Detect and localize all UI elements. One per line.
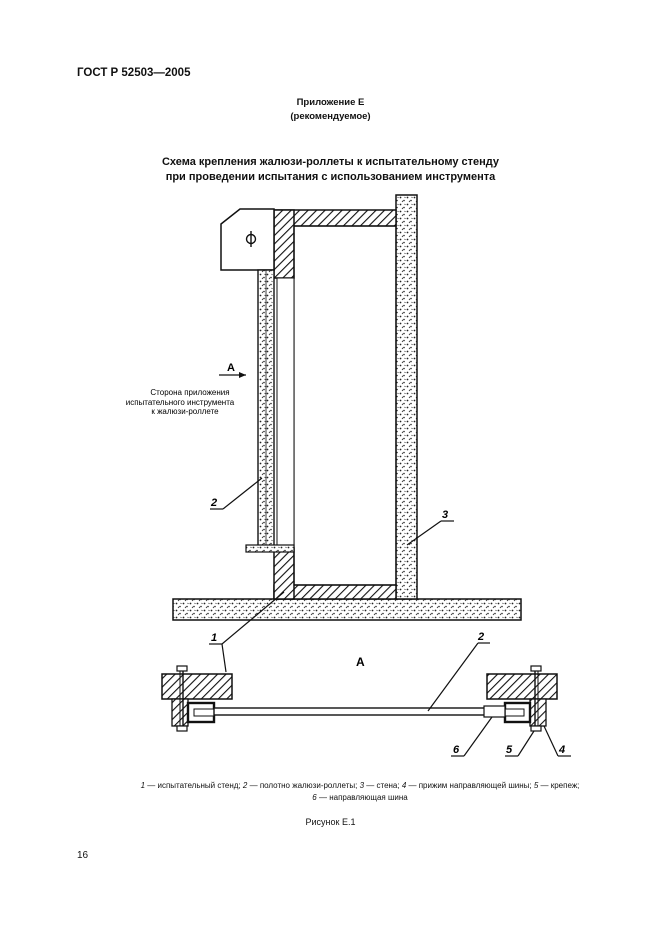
callout-4: 4 (558, 744, 565, 756)
bottom-bar (245, 544, 295, 553)
page-number: 16 (77, 850, 89, 861)
legend-text-4: — прижим направляющей шины; (406, 781, 534, 790)
figure-caption: Рисунок Е.1 (305, 817, 356, 827)
left-bolt-icon (176, 665, 188, 732)
side-text-1: Сторона приложения (150, 388, 229, 397)
appendix-status: (рекомендуемое) (290, 111, 371, 122)
legend-num-6: 6 (312, 793, 317, 802)
appendix-heading: Приложение Е (рекомендуемое) (0, 96, 661, 124)
legend-num-2: 2 (242, 781, 248, 790)
guide-strip (276, 277, 295, 549)
callout-3: 3 (442, 509, 448, 521)
stand-lower-post (273, 547, 295, 600)
legend-text-6: — направляющая шина (316, 793, 408, 802)
section-curtain (213, 707, 506, 716)
figure-title-line1: Схема крепления жалюзи-роллеты к испытат… (161, 156, 499, 168)
callout-1: 1 (211, 632, 217, 644)
figure-title-line2: при проведении испытания с использование… (165, 171, 496, 183)
legend-line1: 1 — испытательный стенд; 2 — полотно жал… (90, 780, 630, 792)
standard-number: ГОСТ Р 52503—2005 (77, 67, 191, 79)
view-arrow-icon (219, 372, 246, 378)
floor-slab (172, 598, 522, 621)
right-bolt-icon (530, 665, 542, 732)
callout-5: 5 (506, 744, 513, 756)
stand-upper-post (273, 209, 295, 279)
figure-legend: 1 — испытательный стенд; 2 — полотно жал… (90, 780, 630, 804)
stand-inner-frame (293, 225, 397, 586)
side-text-3: к жалюзи-роллете (151, 407, 219, 416)
legend-num-3: 3 (359, 781, 365, 790)
legend-text-5: — крепеж; (538, 781, 580, 790)
legend-num-4: 4 (401, 781, 407, 790)
legend-text-3: — стена; (364, 781, 402, 790)
side-text-2: испытательного инструмента (126, 398, 235, 407)
legend-text-2: — полотно жалюзи-роллеты; (247, 781, 360, 790)
wall (395, 194, 418, 600)
legend-num-5: 5 (533, 781, 539, 790)
view-label: А (227, 362, 235, 374)
left-stand-block (161, 673, 233, 700)
appendix-title: Приложение Е (296, 97, 365, 108)
pivot-icon (245, 231, 257, 247)
callout-2: 2 (210, 497, 217, 509)
right-stand-block (486, 673, 558, 700)
section-label: А (356, 655, 365, 669)
legend-line2: 6 — направляющая шина (90, 792, 630, 804)
legend-text-1: — испытательный стенд; (145, 781, 243, 790)
figure-title: Схема крепления жалюзи-роллеты к испытат… (0, 155, 661, 185)
callout-6: 6 (453, 744, 460, 756)
roller-box (220, 208, 275, 271)
legend-num-1: 1 (140, 781, 146, 790)
callout-2-section: 2 (477, 631, 484, 643)
